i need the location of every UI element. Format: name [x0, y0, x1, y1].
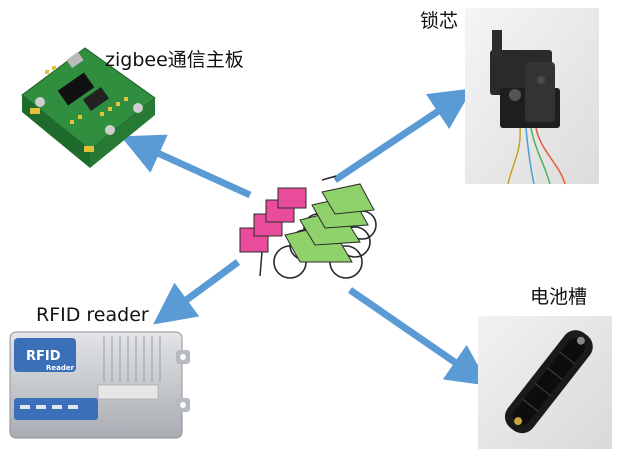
arrow-to-rfid-reader	[153, 259, 241, 325]
arrow-to-zigbee-board	[120, 134, 252, 199]
battery-slot-image	[478, 316, 612, 449]
arrow-to-battery-slot	[348, 287, 490, 386]
rfid-sub-text: Reader	[46, 364, 75, 372]
lock-core-image	[465, 8, 599, 185]
rfid-brand-text: RFID	[26, 349, 61, 364]
shared-bikes-illustration	[239, 175, 377, 279]
zigbee-board-image	[21, 47, 156, 168]
rfid-reader-label: RFID reader	[36, 304, 149, 326]
arrow-to-lock-core	[333, 88, 473, 183]
battery-slot-label: 电池槽	[530, 286, 588, 308]
rfid-reader-image: RFID Reader	[9, 331, 190, 439]
zigbee-board-label: zigbee通信主板	[105, 49, 244, 71]
lock-core-label: 锁芯	[420, 10, 459, 32]
arrows	[120, 88, 490, 386]
